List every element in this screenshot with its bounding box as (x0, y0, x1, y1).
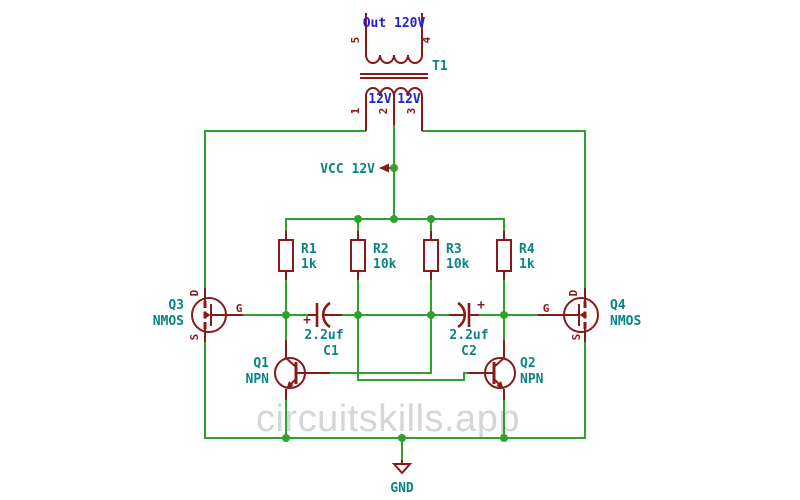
t1-secondary-right-label: 12V (397, 92, 421, 107)
junction-bus-r3 (427, 215, 435, 223)
r2-ref-label: R2 (373, 242, 389, 257)
q2-collector-diagonal (493, 357, 505, 368)
t1-pin1-number: 1 (349, 107, 362, 114)
c2-value-label: 2.2uf (449, 328, 488, 343)
q1-ref-label: Q1 (253, 356, 269, 371)
junction-vcc (390, 164, 398, 172)
q4-bulk-arrow-icon (579, 311, 585, 319)
c1-value-label: 2.2uf (304, 328, 343, 343)
r2-value-label: 10k (373, 257, 397, 272)
r3-body (423, 239, 439, 272)
junction-c2-right (500, 311, 508, 319)
resistor-r3: R3 10k (423, 231, 470, 280)
q3-value-label: NMOS (153, 314, 184, 329)
q4-source-pin-label: S (570, 334, 583, 341)
junction-c1-right (354, 311, 362, 319)
capacitor-c2: + 2.2uf C2 (449, 298, 489, 359)
q2-value-label: NPN (520, 372, 544, 387)
t1-primary-winding (365, 54, 423, 64)
q1-value-label: NPN (246, 372, 270, 387)
mosfet-q3: D S G Q3 NMOS (153, 288, 243, 342)
resistor-r2: R2 10k (350, 231, 397, 280)
r2-body (350, 239, 366, 272)
q4-gate-pin-label: G (543, 302, 550, 315)
watermark-text: circuitskills.app (256, 398, 520, 440)
wire-pin3-to-q4-drain (422, 130, 586, 288)
resistor-r4: R4 1k (496, 231, 535, 280)
transformer-t1: Out 120V 12V 12V T1 5 4 1 2 3 (349, 13, 448, 131)
transistor-q2: Q2 NPN (468, 340, 544, 400)
t1-ref-label: T1 (432, 59, 448, 74)
r4-value-label: 1k (519, 257, 535, 272)
r4-body (496, 239, 512, 272)
q3-bulk-arrow-icon (205, 311, 211, 319)
t1-pin2-number: 2 (377, 108, 390, 115)
r1-body (278, 239, 294, 272)
c1-plate-negative (321, 301, 331, 329)
q3-gate-pin-label: G (236, 302, 243, 315)
q2-emitter-arrow-icon (496, 381, 504, 390)
junction-rail-q2 (500, 434, 508, 442)
c2-plate-negative (457, 301, 467, 329)
junction-bus-r2 (354, 215, 362, 223)
q4-drain-pin-label: D (567, 289, 580, 296)
c1-ref-label: C1 (323, 344, 339, 359)
junction-dots (282, 164, 508, 442)
q3-drain-pin-label: D (188, 289, 201, 296)
r1-ref-label: R1 (301, 242, 317, 257)
mosfet-q4: D S G Q4 NMOS (538, 288, 641, 342)
q4-value-label: NMOS (610, 314, 641, 329)
c1-polarity-mark: + (303, 313, 311, 328)
q3-source-pin-label: S (188, 334, 201, 341)
q4-ref-label: Q4 (610, 298, 626, 313)
t1-pin4-number: 4 (420, 36, 433, 43)
junction-bus-center (390, 215, 398, 223)
wire-bottom-rail (204, 342, 586, 439)
q2-ref-label: Q2 (520, 356, 536, 371)
wire-q2-base-cross (357, 315, 468, 381)
t1-secondary-left-label: 12V (368, 92, 392, 107)
vcc-arrow-icon (379, 163, 389, 173)
vcc-power-label: VCC 12V (320, 162, 392, 177)
transistor-q1: Q1 NPN (246, 340, 330, 400)
vcc-label: VCC 12V (320, 162, 375, 177)
wire-pin1-to-q3-drain (204, 130, 366, 288)
junction-rail-gnd (398, 434, 406, 442)
t1-pin3-number: 3 (405, 108, 418, 115)
r4-ref-label: R4 (519, 242, 535, 257)
q1-collector-diagonal (285, 357, 297, 368)
gnd-label: GND (390, 481, 414, 496)
gnd-triangle-icon (391, 463, 413, 475)
q1-emitter-arrow-icon (286, 381, 294, 390)
t1-pin5-number: 5 (349, 37, 362, 44)
q3-ref-label: Q3 (168, 298, 184, 313)
junction-c1-left (282, 311, 290, 319)
capacitor-c1: + 2.2uf C1 (303, 301, 344, 359)
resistor-r1: R1 1k (278, 231, 317, 280)
gnd-symbol: GND (390, 460, 414, 496)
r3-ref-label: R3 (446, 242, 462, 257)
junction-rail-q1 (282, 434, 290, 442)
r1-value-label: 1k (301, 257, 317, 272)
junction-c2-left (427, 311, 435, 319)
r3-value-label: 10k (446, 257, 470, 272)
c2-ref-label: C2 (461, 344, 477, 359)
c2-polarity-mark: + (477, 298, 485, 313)
t1-primary-value-label: Out 120V (363, 16, 426, 31)
wire-q1-base-cross (330, 315, 432, 374)
